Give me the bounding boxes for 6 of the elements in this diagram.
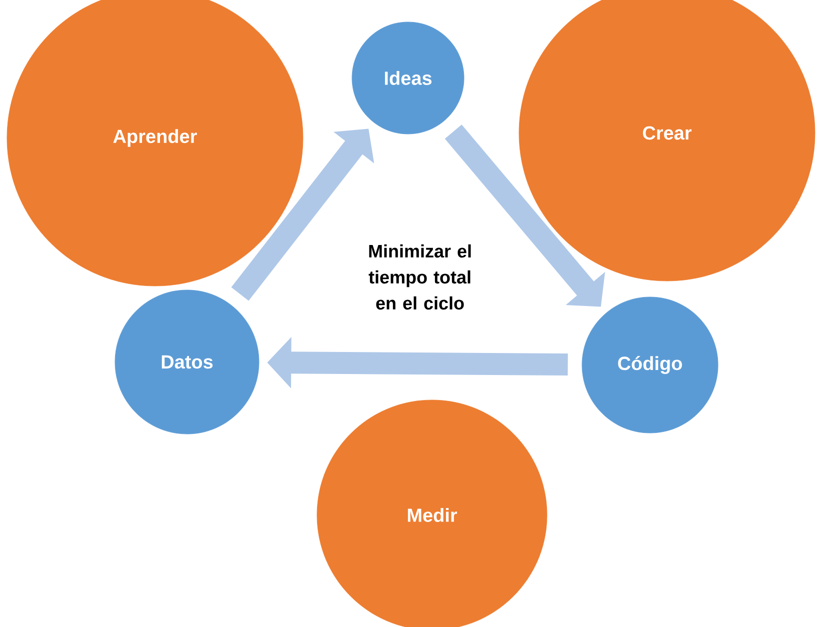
circle-node: Ideas bbox=[352, 22, 464, 134]
block-arrow bbox=[444, 124, 606, 307]
circle-node: Datos bbox=[114, 290, 260, 434]
circle-node: Código bbox=[582, 296, 718, 434]
circle-node: Medir bbox=[316, 400, 548, 627]
center-text: Minimizar el tiempo total en el ciclo bbox=[368, 244, 471, 310]
